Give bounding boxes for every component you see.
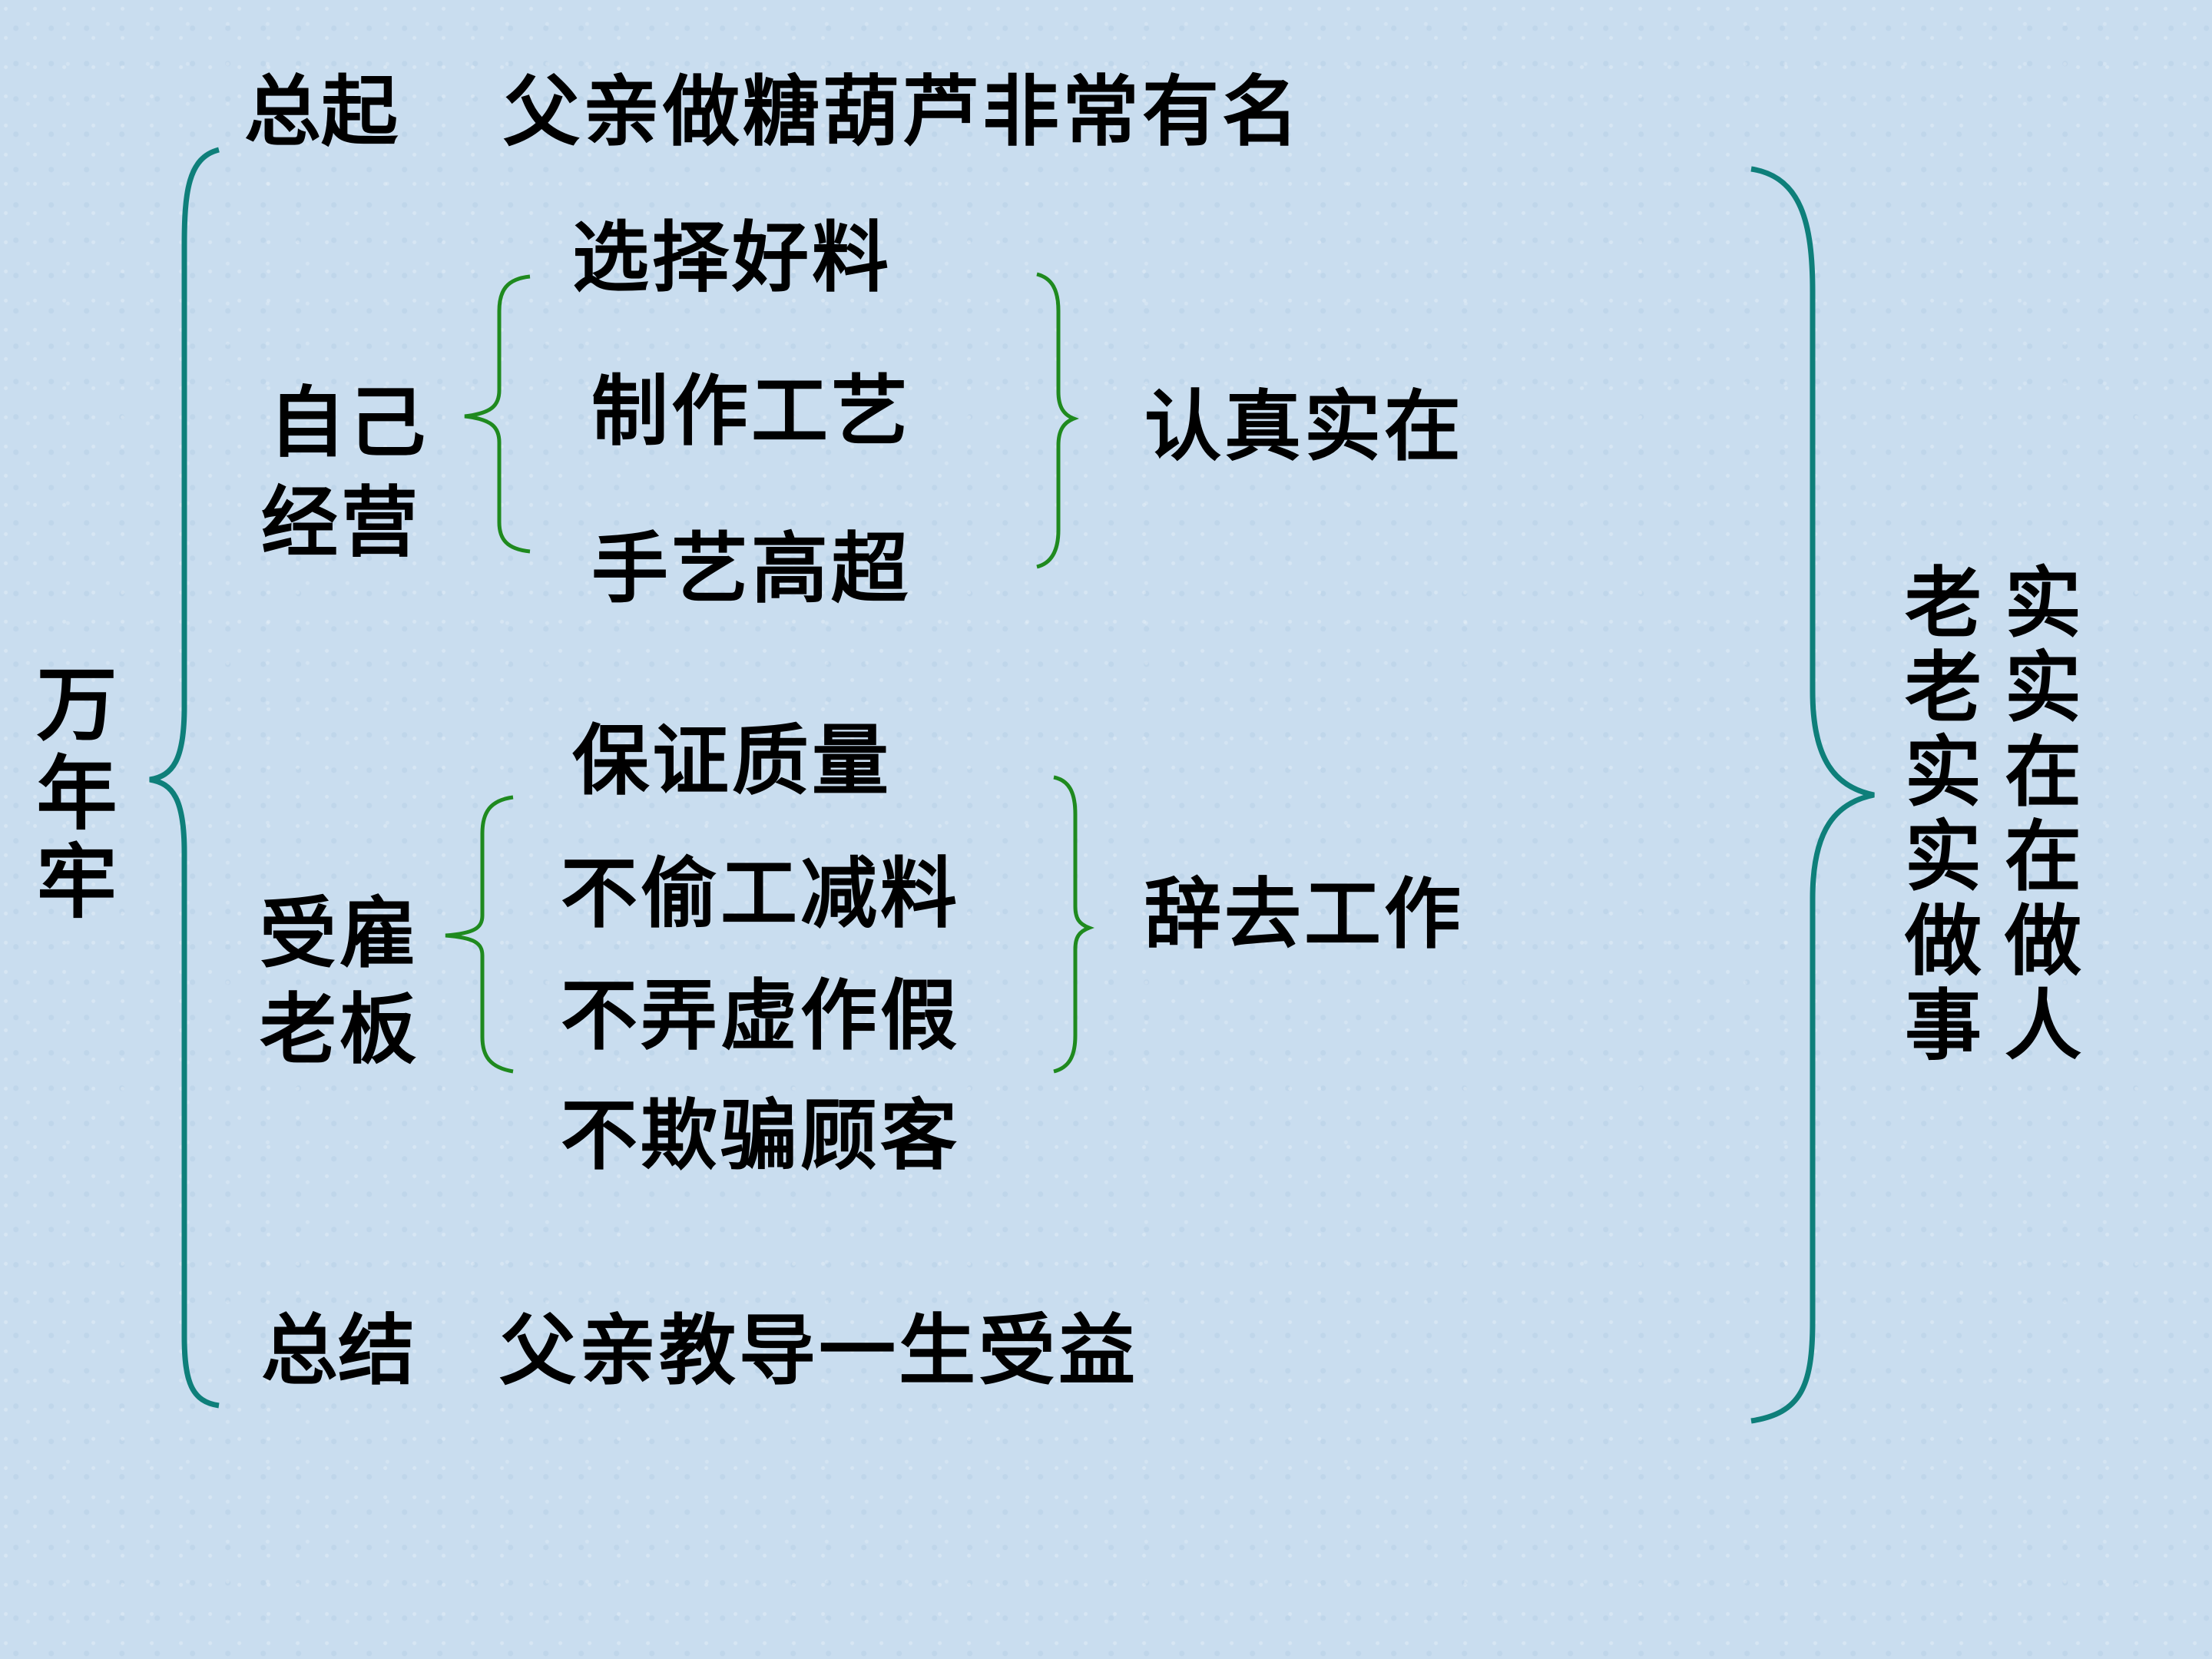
employed-label-line1: 受雇 xyxy=(260,888,419,979)
theme-column-right: 实实在在做人 xyxy=(2005,558,2081,1071)
employed-item-4: 不欺骗顾客 xyxy=(561,1090,960,1181)
self-business-item-2: 制作工艺 xyxy=(591,366,911,456)
theme-column-left: 老老实实做事 xyxy=(1905,558,1982,1071)
employed-right-brace xyxy=(1053,775,1094,1074)
employed-item-2: 不偷工减料 xyxy=(561,848,960,939)
conclusion-label: 总结 xyxy=(261,1305,415,1396)
self-business-summary: 认真实在 xyxy=(1144,381,1464,472)
self-business-label-line2: 经营 xyxy=(261,477,421,568)
conclusion-text: 父亲教导一生受益 xyxy=(499,1305,1138,1396)
employed-label-line2: 老板 xyxy=(260,984,419,1075)
employed-left-brace xyxy=(445,795,514,1074)
self-business-right-brace xyxy=(1036,272,1079,569)
employed-item-3: 不弄虚作假 xyxy=(561,970,960,1061)
self-business-left-brace xyxy=(464,274,531,554)
self-business-item-1: 选择好料 xyxy=(572,212,892,303)
intro-text: 父亲做糖葫芦非常有名 xyxy=(503,66,1302,157)
self-business-label-line1: 自己 xyxy=(269,377,429,468)
outer-right-brace xyxy=(1750,166,1875,1424)
outer-left-brace xyxy=(149,147,220,1409)
root-title: 万年牢 xyxy=(36,657,118,929)
employed-summary: 辞去工作 xyxy=(1144,869,1464,959)
self-business-item-3: 手艺高超 xyxy=(591,523,911,614)
employed-item-1: 保证质量 xyxy=(572,715,892,806)
intro-label: 总起 xyxy=(244,66,398,157)
